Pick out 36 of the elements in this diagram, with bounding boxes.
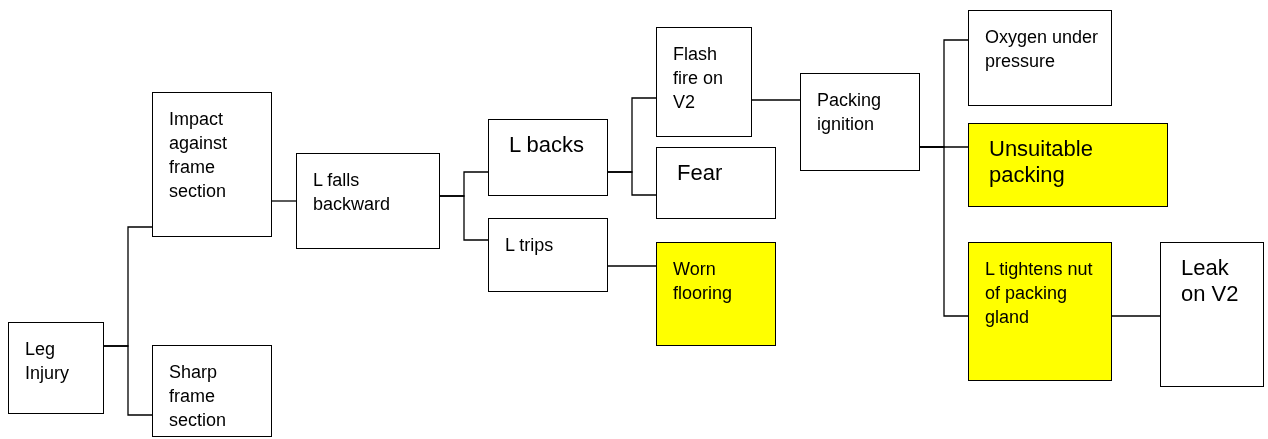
cause-text: Flash fire on V2: [673, 43, 725, 114]
connector-line: [919, 146, 969, 317]
cause-box: [656, 147, 776, 219]
cause-box: [1160, 242, 1264, 387]
connector-line: [1111, 315, 1161, 317]
cause-text: Impact against frame section: [169, 108, 229, 203]
cause-box: [968, 242, 1112, 381]
connector-line: [607, 265, 657, 267]
connector-line: [607, 171, 657, 196]
cause-text: L backs: [509, 132, 585, 158]
cause-box: [800, 73, 920, 171]
connector-line: [751, 99, 801, 101]
cause-box: [488, 218, 608, 292]
cause-text: Leak on V2: [1181, 255, 1240, 307]
cause-box: [152, 345, 272, 437]
cause-text: Unsuitable packing: [989, 136, 1094, 188]
cause-box: [296, 153, 440, 249]
cause-box: [8, 322, 104, 414]
cause-text: L falls backward: [313, 169, 392, 216]
cause-box: [488, 119, 608, 196]
connector-line: [439, 195, 489, 241]
cause-text: Packing ignition: [817, 89, 883, 136]
cause-text: Worn flooring: [673, 258, 734, 305]
cause-box: [656, 27, 752, 137]
cause-text: L tightens nut of packing gland: [985, 258, 1094, 329]
cause-text: L trips: [505, 234, 555, 257]
cause-box: [656, 242, 776, 346]
connector-line: [103, 345, 153, 416]
cause-text: Sharp frame section: [169, 361, 228, 432]
cause-text: Leg Injury: [25, 338, 70, 385]
cause-text: Fear: [677, 160, 724, 186]
cause-box: [968, 10, 1112, 106]
cause-box: [152, 92, 272, 237]
cause-box: [968, 123, 1168, 207]
connector-line: [271, 200, 297, 202]
cause-text: Oxygen under pressure: [985, 26, 1100, 73]
